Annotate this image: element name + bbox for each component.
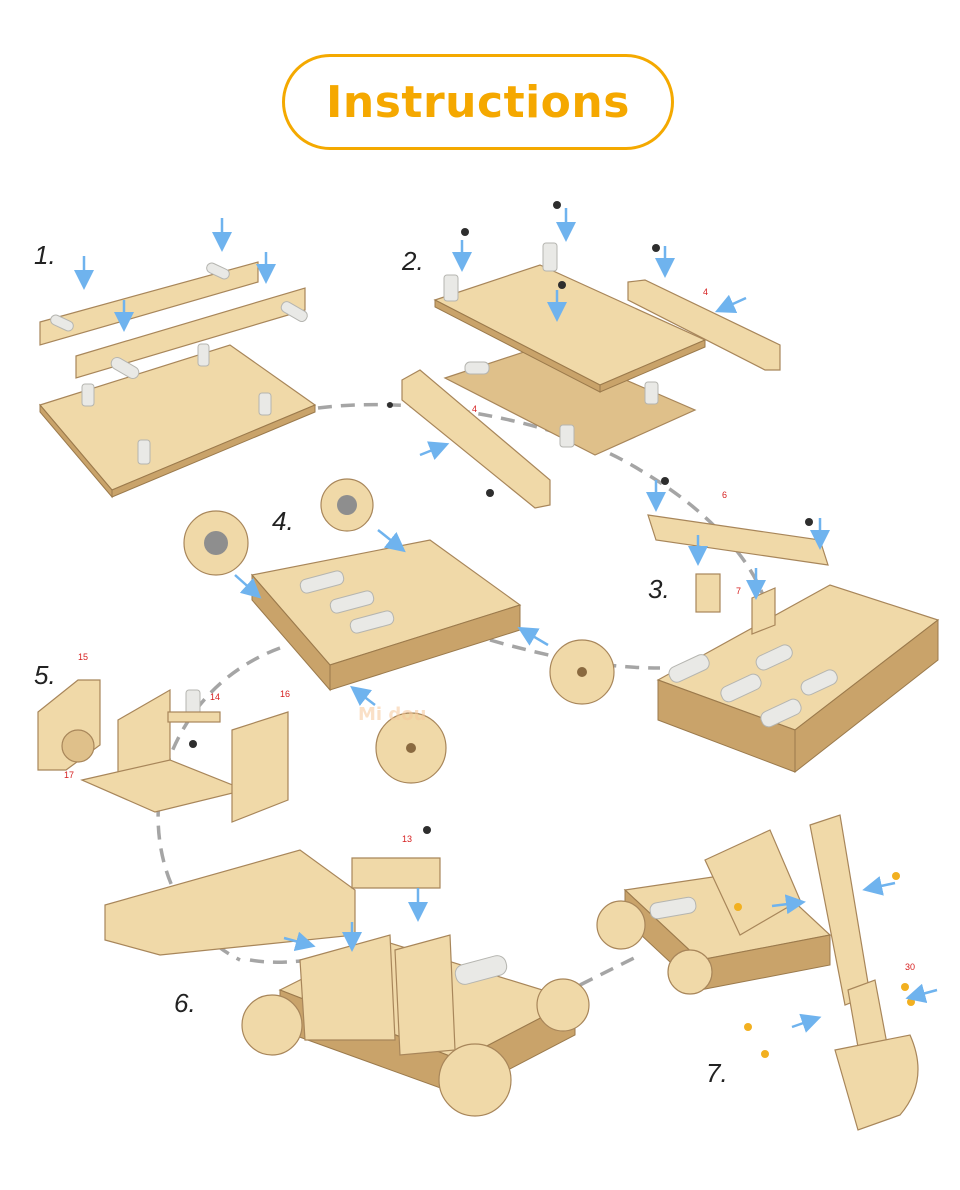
step-3-illustration: 6 7: [646, 477, 940, 774]
step-6-number: 6.: [174, 988, 196, 1018]
page-title: Instructions: [326, 76, 630, 128]
step-4-illustration: Mi dou: [183, 478, 615, 784]
part-label-13: 13: [402, 834, 412, 844]
part-label-4a: 4: [472, 404, 477, 414]
step-2-number: 2.: [402, 246, 424, 276]
part-label-15: 15: [78, 652, 88, 662]
step-5-number: 5.: [34, 660, 56, 690]
wheel-2: [320, 478, 374, 532]
part-label-30: 30: [905, 962, 915, 972]
wheel-3: [549, 639, 615, 705]
part-label-14: 14: [210, 692, 220, 702]
step-5-illustration: 15 14 16 17: [37, 652, 290, 823]
step-7-number: 7.: [706, 1058, 728, 1088]
wheel-1: [183, 510, 249, 576]
step-1-illustration: [38, 218, 317, 499]
step-4-number: 4.: [272, 506, 294, 536]
step-2-illustration: 4 4: [387, 201, 781, 509]
step-6-illustration: 13: [104, 826, 590, 1117]
step-1-number: 1.: [34, 240, 56, 270]
part-label-4b: 4: [703, 287, 708, 297]
step-7-illustration: 30: [596, 814, 938, 1131]
watermark-text: Mi dou: [358, 704, 426, 725]
part-label-6: 6: [722, 490, 727, 500]
part-label-17: 17: [64, 770, 74, 780]
part-label-7: 7: [736, 586, 741, 596]
wheel-4: [375, 712, 447, 784]
part-label-16: 16: [280, 689, 290, 699]
title-pill: Instructions: [282, 54, 674, 150]
step-3-number: 3.: [648, 574, 670, 604]
